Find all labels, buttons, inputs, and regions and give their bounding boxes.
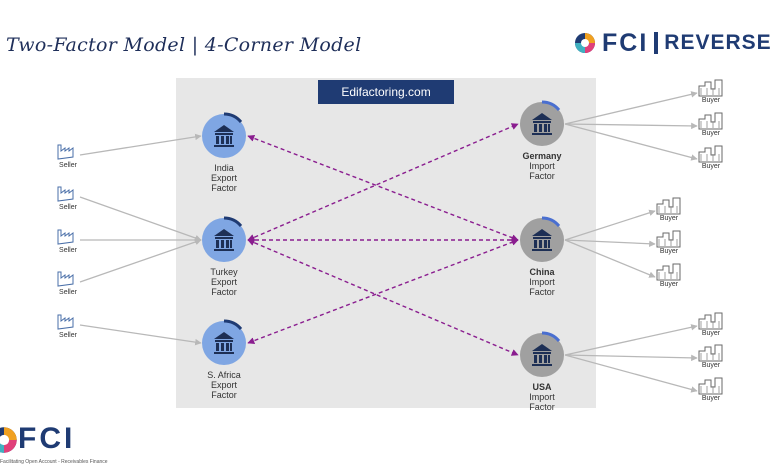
bank-icon <box>532 344 552 366</box>
factor-role: Import <box>529 392 555 402</box>
buyer-label: Buyer <box>701 395 721 402</box>
reverse-wordmark: REVERSE <box>664 31 771 54</box>
factor-role: Export <box>210 173 237 183</box>
bank-icon <box>214 125 234 147</box>
factory-icon <box>57 186 74 202</box>
buyer-label: Buyer <box>701 163 721 170</box>
building-icon <box>656 197 681 215</box>
buyer-arrow <box>564 354 698 393</box>
seller-arrow <box>79 324 202 346</box>
fci-globe-icon <box>0 427 17 453</box>
building-icon <box>698 377 723 395</box>
buyer-label: Buyer <box>659 215 679 222</box>
factor-role: Import <box>529 161 555 171</box>
bank-icon <box>214 229 234 251</box>
factory-icon <box>57 144 74 160</box>
factor-link-dashed <box>247 239 519 356</box>
factor-country: India <box>214 163 234 173</box>
import-factor-node-ring <box>541 331 561 343</box>
building-icon <box>656 230 681 248</box>
factor-link-dashed <box>247 238 519 345</box>
brand-divider <box>654 32 659 54</box>
fci-tagline: Facilitating Open Account - Receivables … <box>0 459 108 465</box>
seller-label: Seller <box>59 332 77 339</box>
factor-type: Factor <box>529 287 555 297</box>
buyer-arrow <box>564 239 656 247</box>
building-icon <box>698 79 723 97</box>
import-factor-node-ring <box>541 100 561 112</box>
building-icon <box>698 312 723 330</box>
page-title: Two-Factor Model | 4-Corner Model <box>6 34 362 56</box>
seller-arrow <box>79 133 202 156</box>
building-icon <box>656 263 681 281</box>
seller-label: Seller <box>59 289 77 296</box>
buyer-arrow <box>564 209 656 241</box>
factor-country: Germany <box>522 151 562 161</box>
factor-type: Factor <box>529 171 555 181</box>
buyer-arrow <box>564 91 698 125</box>
buyer-arrow <box>564 239 656 278</box>
bank-icon <box>532 229 552 251</box>
seller-label: Seller <box>59 162 77 169</box>
factor-role: Import <box>529 277 555 287</box>
factor-type: Factor <box>211 390 237 400</box>
buyer-arrow <box>564 122 698 130</box>
export-factor-node-ring <box>223 112 243 124</box>
factor-country: S. Africa <box>207 370 241 380</box>
building-icon <box>698 145 723 163</box>
factor-country: USA <box>532 382 552 392</box>
export-factor-node-ring <box>223 216 243 228</box>
factor-type: Factor <box>211 183 237 193</box>
seller-label: Seller <box>59 204 77 211</box>
factor-type: Factor <box>211 287 237 297</box>
buyer-label: Buyer <box>701 362 721 369</box>
bank-icon <box>532 113 552 135</box>
buyer-arrow <box>564 354 698 362</box>
seller-arrow <box>79 196 202 242</box>
site-label: Edifactoring.com <box>318 80 454 104</box>
seller-label: Seller <box>59 247 77 254</box>
factor-country: Turkey <box>210 267 238 277</box>
factor-country: China <box>529 267 555 277</box>
bank-icon <box>214 332 234 354</box>
factor-type: Factor <box>529 402 555 412</box>
fci-globe-icon <box>575 33 595 53</box>
buyer-arrow <box>564 324 698 356</box>
building-icon <box>698 344 723 362</box>
fci-wordmark: FCI <box>602 28 649 57</box>
buyer-arrow <box>564 123 698 161</box>
factor-link-dashed <box>247 134 519 242</box>
seller-arrow <box>79 238 202 283</box>
factory-icon <box>57 314 74 330</box>
fci-wordmark-bottom: FCI <box>18 422 76 455</box>
factory-icon <box>57 229 74 245</box>
fci-reverse-logo: FCI REVERSE <box>574 29 771 57</box>
factor-role: Export <box>210 277 237 287</box>
buyer-label: Buyer <box>659 248 679 255</box>
export-factor-node-ring <box>223 319 243 331</box>
factor-link-dashed <box>247 123 519 241</box>
buyer-label: Buyer <box>701 330 721 337</box>
factor-role: Export <box>210 380 237 390</box>
buyer-label: Buyer <box>701 130 721 137</box>
import-factor-node-ring <box>541 216 561 228</box>
building-icon <box>698 112 723 130</box>
buyer-label: Buyer <box>659 281 679 288</box>
buyer-label: Buyer <box>701 97 721 104</box>
factory-icon <box>57 271 74 287</box>
